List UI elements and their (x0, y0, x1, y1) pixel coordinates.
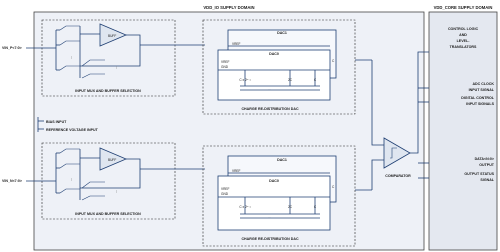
top-mux-caption: INPUT MUX AND BUFFER SELECTION (75, 89, 141, 93)
output-status-line-1: OUTPUT STATUS (464, 172, 494, 176)
dac1-bottom-vref: VREF (232, 169, 241, 173)
top-dac-block: DAC1 VREF C DAC0 VREF GND C x 2ⁿ⁻¹ … 2C … (202, 19, 356, 115)
bottom-input-mux: VIN_N<7:0> ⋮ BUFF ⋮ INPUT MUX AND BUFFER… (2, 142, 205, 220)
control-logic-line-4: TRANSLATORS (450, 45, 477, 49)
adc-clock-line-2: INPUT SIGNAL (469, 88, 495, 92)
dac0-bottom-gnd: GND (221, 192, 229, 196)
vin-p-label: VIN_P<7:0> (2, 46, 22, 50)
bottom-buffer-triangle (99, 147, 128, 171)
comparator-triangle (383, 137, 411, 169)
top-dac-caption: CHARGE RE-DISTRIBUTION DAC (241, 107, 299, 111)
dac0-top-vref: VREF (221, 60, 230, 64)
svg-text:⋮: ⋮ (115, 65, 118, 69)
digital-control-line-2: INPUT SIGNALS (466, 102, 494, 106)
data-output-line-2: OUTPUT (479, 163, 495, 167)
data-output-line-1: DATA<N:0> (475, 157, 494, 161)
top-mux-dashed-box (41, 19, 176, 97)
dac0-bottom-cap-main: C x 2ⁿ⁻¹ (239, 205, 250, 209)
svg-text:…: … (268, 87, 271, 91)
dac0-bottom-cap-2c: 2C (288, 205, 293, 209)
svg-text:…: … (268, 215, 271, 219)
dac0-bottom-vref: VREF (221, 187, 230, 191)
dac1-top-cap: C (332, 59, 335, 63)
control-logic-line-1: CONTROL LOGIC (448, 27, 478, 31)
dac1-bottom-cap: C (332, 185, 335, 189)
top-mux-ellipsis: ⋮ (70, 55, 73, 59)
bottom-mux-caption: INPUT MUX AND BUFFER SELECTION (75, 212, 141, 216)
dac0-top-cap-2c: 2C (288, 78, 293, 82)
svg-text:⋮: ⋮ (115, 189, 118, 193)
reference-voltage-label: REFERENCE VOLTAGE INPUT (46, 128, 99, 132)
dac1-bottom-label: DAC1 (277, 158, 287, 162)
control-logic-line-2: AND (459, 33, 467, 37)
bottom-dac-block: DAC1 VREF C DAC0 VREF GND C x 2ⁿ⁻¹ … 2C … (202, 145, 356, 247)
dac0-top-box (217, 49, 331, 101)
bottom-mux-ellipsis: ⋮ (70, 177, 73, 181)
vdd-core-domain-label: VDD_CORE SUPPLY DOMAIN (434, 5, 493, 10)
dac0-top-gnd: GND (221, 65, 229, 69)
digital-control-line-1: DIGITAL CONTROL (461, 96, 495, 100)
adc-clock-line-1: ADC CLOCK (472, 82, 494, 86)
vdd-core-domain-box (428, 11, 498, 251)
dac0-bottom-cap-c: C (314, 205, 317, 209)
top-buffer-label: BUFF (108, 34, 116, 38)
top-buffer-triangle (99, 23, 128, 47)
top-dac-dashed-box (202, 19, 356, 115)
comparator: COMPARATOR (355, 51, 429, 191)
dac0-top-label: DAC0 (269, 52, 279, 56)
comparator-label: COMPARATOR (385, 174, 411, 178)
bottom-dac-caption: CHARGE RE-DISTRIBUTION DAC (241, 237, 299, 241)
dac1-top-vref: VREF (232, 42, 241, 46)
dac1-top-label: DAC1 (277, 31, 287, 35)
vin-n-label: VIN_N<7:0> (2, 179, 22, 183)
core-signals: CONTROL LOGIC AND LEVEL- TRANSLATORS ADC… (418, 27, 495, 182)
hysteresis-icon (390, 147, 397, 159)
output-status-line-2: SIGNAL (480, 178, 494, 182)
dac0-bottom-box (217, 175, 331, 231)
top-input-mux: VIN_P<7:0> ⋮ BUFF ⋮ INPUT MUX AND BUFFER… (2, 19, 205, 97)
bias-input-label: BIAS INPUT (46, 120, 67, 124)
dac0-bottom-label: DAC0 (269, 179, 279, 183)
control-logic-line-3: LEVEL- (457, 39, 471, 43)
dac0-top-cap-c: C (314, 78, 317, 82)
bottom-buffer-label: BUFF (108, 158, 116, 162)
vdd-io-domain-label: VDD_IO SUPPLY DOMAIN (203, 5, 254, 10)
dac0-top-cap-main: C x 2ⁿ⁻¹ (239, 78, 250, 82)
